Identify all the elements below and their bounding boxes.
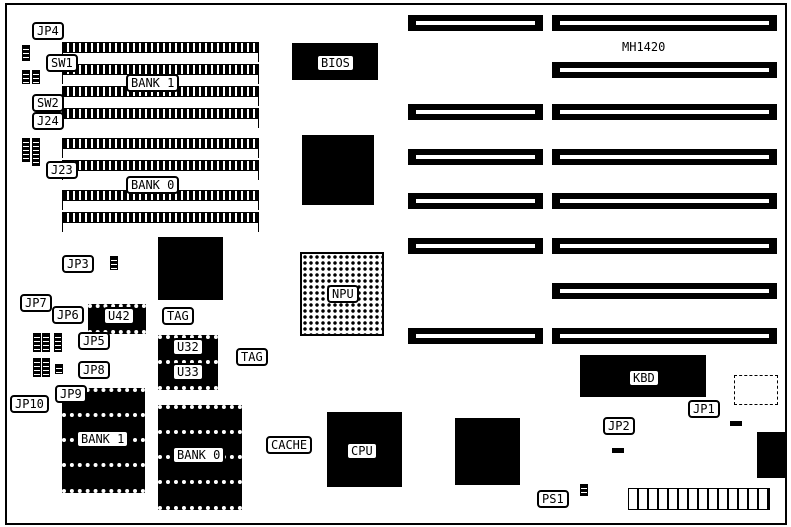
expansion-slot <box>408 328 543 344</box>
jp6-label: JP6 <box>52 306 84 324</box>
jp1-label: JP1 <box>688 400 720 418</box>
j24-jumper <box>22 138 30 162</box>
npu-label: NPU <box>327 285 359 303</box>
simm-slot <box>62 108 259 128</box>
expansion-slot <box>552 328 777 344</box>
cpu-label: CPU <box>346 442 378 460</box>
jp9-jumper <box>42 358 50 377</box>
simm-slot <box>62 42 259 62</box>
jp2-jumper <box>612 448 624 453</box>
sw1-label: SW1 <box>46 54 78 72</box>
simm-slot <box>62 138 259 158</box>
simm-bank0-label: BANK 0 <box>126 176 180 194</box>
expansion-slot <box>408 193 543 209</box>
expansion-slot <box>408 238 543 254</box>
j23-jumper <box>32 138 40 166</box>
battery-outline <box>734 375 778 405</box>
jp10-jumper <box>33 358 41 377</box>
jp7-label: JP7 <box>20 294 52 312</box>
bios-label: BIOS <box>316 54 355 72</box>
jp7-jumper <box>33 333 41 352</box>
jp3-label: JP3 <box>62 255 94 273</box>
ps1-label: PS1 <box>537 490 569 508</box>
cache-bank0-label: BANK 0 <box>172 446 226 464</box>
jp8-jumper <box>55 364 63 374</box>
expansion-slot <box>552 62 777 78</box>
cache-chip <box>158 480 242 510</box>
jp2-label: JP2 <box>603 417 635 435</box>
tag-label: TAG <box>162 307 194 325</box>
kbd-label: KBD <box>628 369 660 387</box>
simm-slot <box>62 212 259 232</box>
jp8-label: JP8 <box>78 361 110 379</box>
jp1-jumper <box>730 421 742 426</box>
j24-label: J24 <box>32 112 64 130</box>
peripheral-chip <box>455 418 520 485</box>
expansion-slot <box>552 238 777 254</box>
ps1-jumper <box>580 484 588 496</box>
keyboard-connector <box>757 432 785 478</box>
sw2-switch <box>22 70 30 84</box>
u32-label: U32 <box>172 338 204 356</box>
jp5-label: JP5 <box>78 332 110 350</box>
expansion-slot <box>408 15 543 31</box>
jp3-jumper <box>110 256 118 270</box>
board-model: MH1420 <box>622 40 666 54</box>
power-connector <box>628 488 770 510</box>
cache-bank1-label: BANK 1 <box>76 430 130 448</box>
jp6-jumper <box>42 333 50 352</box>
j23-label: J23 <box>46 161 78 179</box>
jp10-label: JP10 <box>10 395 49 413</box>
expansion-slot <box>552 15 777 31</box>
expansion-slot <box>408 104 543 120</box>
tag-label: TAG <box>236 348 268 366</box>
expansion-slot <box>552 104 777 120</box>
jp5-jumper <box>54 333 62 352</box>
cache-chip <box>62 463 145 493</box>
expansion-slot <box>552 283 777 299</box>
simm-bank1-label: BANK 1 <box>126 74 180 92</box>
sw2-label: SW2 <box>32 94 64 112</box>
expansion-slot <box>408 149 543 165</box>
chipset-chip <box>302 135 374 205</box>
expansion-slot <box>552 193 777 209</box>
u42-label: U42 <box>103 307 135 325</box>
controller-chip <box>158 237 223 300</box>
jp4-label: JP4 <box>32 22 64 40</box>
jp9-label: JP9 <box>55 385 87 403</box>
board-outline <box>5 3 787 525</box>
sw1-switch <box>32 70 40 84</box>
u33-label: U33 <box>172 363 204 381</box>
expansion-slot <box>552 149 777 165</box>
jp4-jumper <box>22 45 30 61</box>
cache-label: CACHE <box>266 436 313 454</box>
